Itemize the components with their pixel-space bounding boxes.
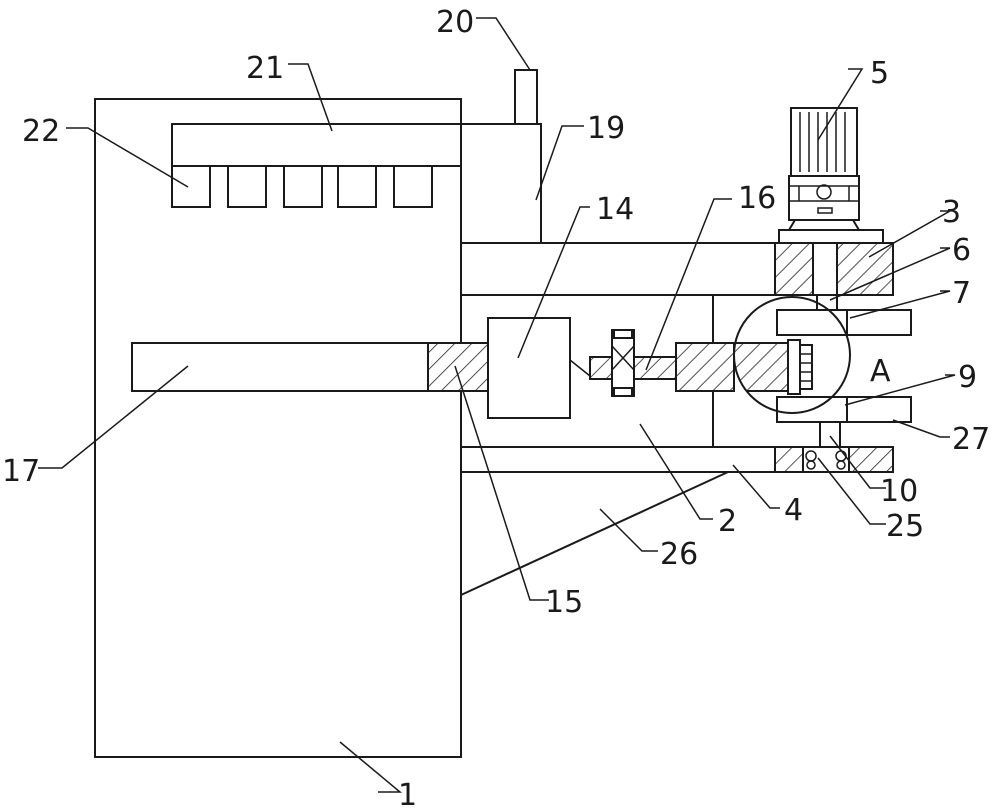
nut — [611, 329, 635, 397]
motor-seat-left — [774, 242, 814, 296]
label-21: 21 — [246, 51, 284, 86]
label-25: 25 — [886, 509, 924, 544]
support-line — [460, 471, 729, 596]
motor-seat-right — [836, 242, 894, 296]
label-2: 2 — [718, 504, 737, 539]
nozzle-bar — [171, 123, 469, 167]
label-1: 1 — [398, 778, 417, 810]
label-20: 20 — [436, 5, 474, 40]
drive-block — [487, 317, 571, 419]
label-22: 22 — [22, 114, 60, 149]
detail-circle-a — [733, 296, 851, 414]
nozzle — [337, 165, 377, 208]
horizontal-rod — [131, 342, 429, 392]
lower-clamp-plate — [776, 396, 912, 423]
label-9: 9 — [958, 360, 977, 395]
label-a: A — [870, 354, 891, 389]
nozzle — [393, 165, 433, 208]
part-labels: 20 21 22 5 19 14 16 3 6 7 A 9 27 17 10 4… — [2, 5, 990, 810]
vent-pipe — [514, 69, 538, 125]
bearing-ball — [836, 460, 846, 470]
label-14: 14 — [596, 192, 634, 227]
motor-key-slot — [817, 207, 833, 214]
leader-lines — [38, 17, 956, 793]
motor-shaft-circle — [816, 184, 832, 200]
rod-sleeve — [427, 342, 489, 392]
nozzle — [283, 165, 323, 208]
lower-shaft — [819, 421, 841, 448]
motor — [778, 107, 884, 244]
label-7: 7 — [952, 276, 971, 311]
shaft-collar — [787, 339, 801, 395]
tank — [460, 123, 542, 244]
main-cabinet — [94, 98, 462, 758]
label-4: 4 — [784, 493, 803, 528]
nut-cap-bottom — [613, 387, 633, 397]
label-6: 6 — [952, 233, 971, 268]
label-3: 3 — [942, 195, 961, 230]
spring-pad — [799, 344, 813, 390]
bearing-ball — [806, 460, 816, 470]
nozzle — [227, 165, 267, 208]
nut-cap-top — [613, 329, 633, 339]
label-27: 27 — [952, 422, 990, 457]
motor-shaft-channel — [812, 242, 838, 296]
motor-base-plate — [778, 229, 884, 244]
motor-housing — [790, 107, 858, 177]
motor-flange — [787, 219, 861, 231]
bearing-seat-left — [774, 446, 804, 473]
label-10: 10 — [880, 474, 918, 509]
label-16: 16 — [738, 181, 776, 216]
nozzle-row — [171, 165, 433, 208]
label-26: 26 — [660, 537, 698, 572]
label-5: 5 — [870, 56, 889, 91]
label-15: 15 — [545, 585, 583, 620]
label-19: 19 — [587, 111, 625, 146]
threaded-shaft-outer — [675, 342, 735, 392]
motor-cooling-fins — [799, 112, 846, 172]
label-17: 17 — [2, 454, 40, 489]
nozzle — [171, 165, 211, 208]
